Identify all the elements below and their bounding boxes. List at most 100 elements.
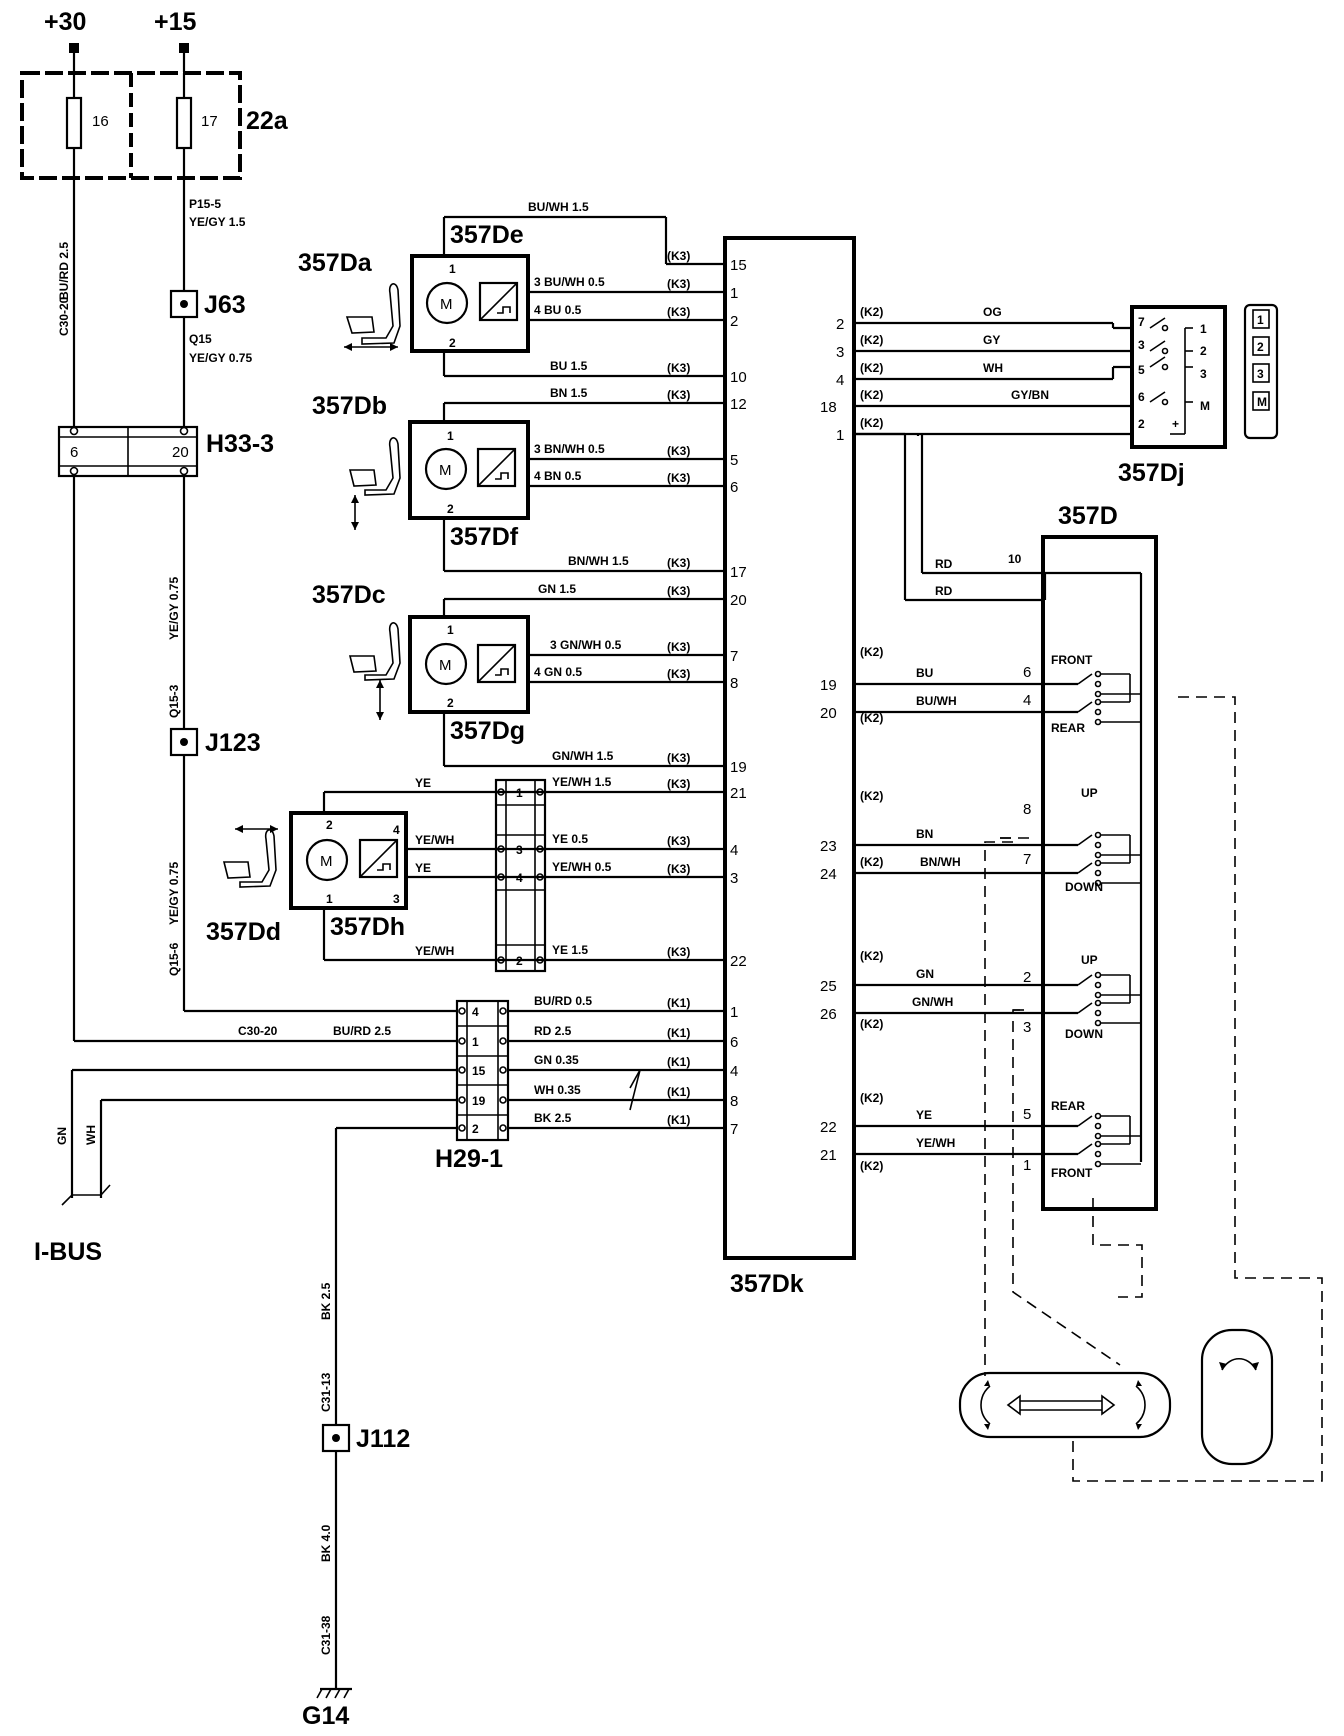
dk-left-conn-13: (K3) [667, 834, 690, 848]
dk-left-conn-2: (K3) [667, 305, 690, 319]
switch-pin-1: 1 [1023, 1157, 1031, 1174]
h333-pin-6: 6 [70, 444, 78, 461]
seat-icon-slide [222, 825, 278, 888]
dk-left-wire-8: GN 1.5 [538, 582, 576, 596]
wire-c3138: C31-38 [319, 1615, 333, 1655]
wire-yegy075c: YE/GY 0.75 [167, 862, 181, 925]
dk-right-conn-4: (K2) [860, 416, 883, 430]
dk-right-conn-9: (K2) [860, 949, 883, 963]
dk-right-pin-23: 23 [820, 838, 837, 855]
wire-burd25-h: BU/RD 2.5 [333, 1024, 391, 1038]
dk-right-wire-7: BN [916, 827, 933, 841]
switch-pin-2: 2 [1023, 969, 1031, 986]
memory-switch-label: 357Dj [1118, 459, 1185, 487]
dk-left-pin-0: 15 [730, 257, 747, 274]
memory-button-2 [1252, 336, 1270, 356]
control-unit-label: 357Dk [730, 1270, 804, 1298]
dk-left-conn-12: (K3) [667, 777, 690, 791]
dk-right-conn-0: (K2) [860, 305, 883, 319]
sensor-357dh [358, 838, 399, 879]
dk-right-conn-7: (K2) [860, 789, 883, 803]
terminal-15-label: +15 [154, 8, 197, 36]
switch-up: UP [1081, 786, 1098, 800]
ibus: GN WH I-BUS [34, 1068, 457, 1266]
h291-pin-2: 2 [472, 1122, 479, 1136]
dj-pin-r1: 1 [1200, 322, 1207, 336]
motor-c-pin1: 1 [447, 623, 454, 637]
dk-left-conn-14: (K3) [667, 862, 690, 876]
seat-icon-recline [344, 283, 401, 351]
motor-357da-label: 357Da [298, 249, 373, 277]
dk-left-wire-9: 3 GN/WH 0.5 [550, 638, 622, 652]
dj-pin-7: 7 [1138, 315, 1145, 329]
dk-left-pin-10: 8 [730, 675, 738, 692]
wire-q15-label: Q15 [189, 332, 212, 346]
motor-d-pin2: 2 [326, 818, 333, 832]
dk-right-pin-4: 4 [836, 372, 844, 389]
wire-yegy075-label: YE/GY 0.75 [189, 351, 252, 365]
dk-right-wire-3: GY/BN [1011, 388, 1049, 402]
dk-left-pin-20: 7 [730, 1121, 738, 1138]
dk-right-conn-8: (K2) [860, 855, 883, 869]
dk-left-conn-19: (K1) [667, 1085, 690, 1099]
h291-label: H29-1 [435, 1145, 503, 1173]
fuse-box-label: 22a [246, 107, 289, 135]
dj-pin-5: 5 [1138, 363, 1145, 377]
dk-left-pin-3: 10 [730, 369, 747, 386]
wire-c3020-vertical: C30-20 [57, 296, 71, 336]
switch-rear: REAR [1051, 721, 1085, 735]
dk-right-conn-2: (K2) [860, 361, 883, 375]
dk-right-pin-1: 1 [836, 427, 844, 444]
dk-right-conn-6: (K2) [860, 711, 883, 725]
dk-left-conn-16: (K1) [667, 996, 690, 1010]
dk-left-wire-5: 3 BN/WH 0.5 [534, 442, 605, 456]
d-pin-10: 10 [1008, 552, 1022, 566]
dk-right-conn-12: (K2) [860, 1159, 883, 1173]
h333-pin-20: 20 [172, 444, 189, 461]
switch-pin-8: 8 [1023, 801, 1031, 818]
dk-right-pin-25: 25 [820, 978, 837, 995]
dk-right-wire-10: GN/WH [912, 995, 953, 1009]
dj-pin-plus: + [1172, 417, 1179, 431]
seat-icon-height-front [348, 437, 401, 530]
sensor-357de [478, 281, 519, 322]
dk-left-conn-9: (K3) [667, 640, 690, 654]
dk-left-pin-17: 6 [730, 1034, 738, 1051]
wire-rd-upper: RD [935, 557, 953, 571]
connector-dd-switch: 1 3 4 2 [494, 778, 547, 973]
dk-left-conn-4: (K3) [667, 388, 690, 402]
dk-left-conn-3: (K3) [667, 361, 690, 375]
dk-left-pin-19: 8 [730, 1093, 738, 1110]
sensor-357df [476, 447, 517, 488]
motor-d-pin3: 3 [393, 892, 400, 906]
dk-left-pin-16: 1 [730, 1004, 738, 1021]
terminal-30-label: +30 [44, 8, 86, 36]
dk-left-connections: BU/WH 1.5(K3)153 BU/WH 0.5(K3)14 BU 0.5(… [508, 200, 747, 1138]
motor-357dh-label: 357Dh [330, 913, 405, 941]
dk-right-wire-2: WH [983, 361, 1003, 375]
dk-right-wire-1: GY [983, 333, 1000, 347]
wire-c3020-h: C30-20 [238, 1024, 278, 1038]
dk-left-wire-2: 4 BU 0.5 [534, 303, 582, 317]
dk-left-pin-2: 2 [730, 313, 738, 330]
switch-front: FRONT [1051, 653, 1093, 667]
dk-left-pin-6: 6 [730, 479, 738, 496]
dj-pin-3: 3 [1138, 338, 1145, 352]
dk-left-wire-6: 4 BN 0.5 [534, 469, 582, 483]
power-supply: +30 +15 [44, 8, 197, 72]
dk-left-wire-20: BK 2.5 [534, 1111, 572, 1125]
dk-left-conn-7: (K3) [667, 556, 690, 570]
wire-q153: Q15-3 [167, 684, 181, 718]
sensor-357dg [476, 643, 517, 684]
motor-357dd: M 2 1 4 3 YE YE/WH YE YE/WH 357Dd 357Dh [206, 776, 725, 962]
dk-right-wire-6: BU/WH [916, 694, 957, 708]
dk-left-wire-18: GN 0.35 [534, 1053, 579, 1067]
backrest-control-knob [1200, 1328, 1274, 1466]
switch-pin-7: 7 [1023, 851, 1031, 868]
dk-right-wire-12: YE/WH [916, 1136, 955, 1150]
dk-left-wire-12: YE/WH 1.5 [552, 775, 612, 789]
dk-right-pin-21: 21 [820, 1147, 837, 1164]
terminal-30 [69, 43, 79, 53]
dk-left-pin-13: 4 [730, 842, 738, 859]
